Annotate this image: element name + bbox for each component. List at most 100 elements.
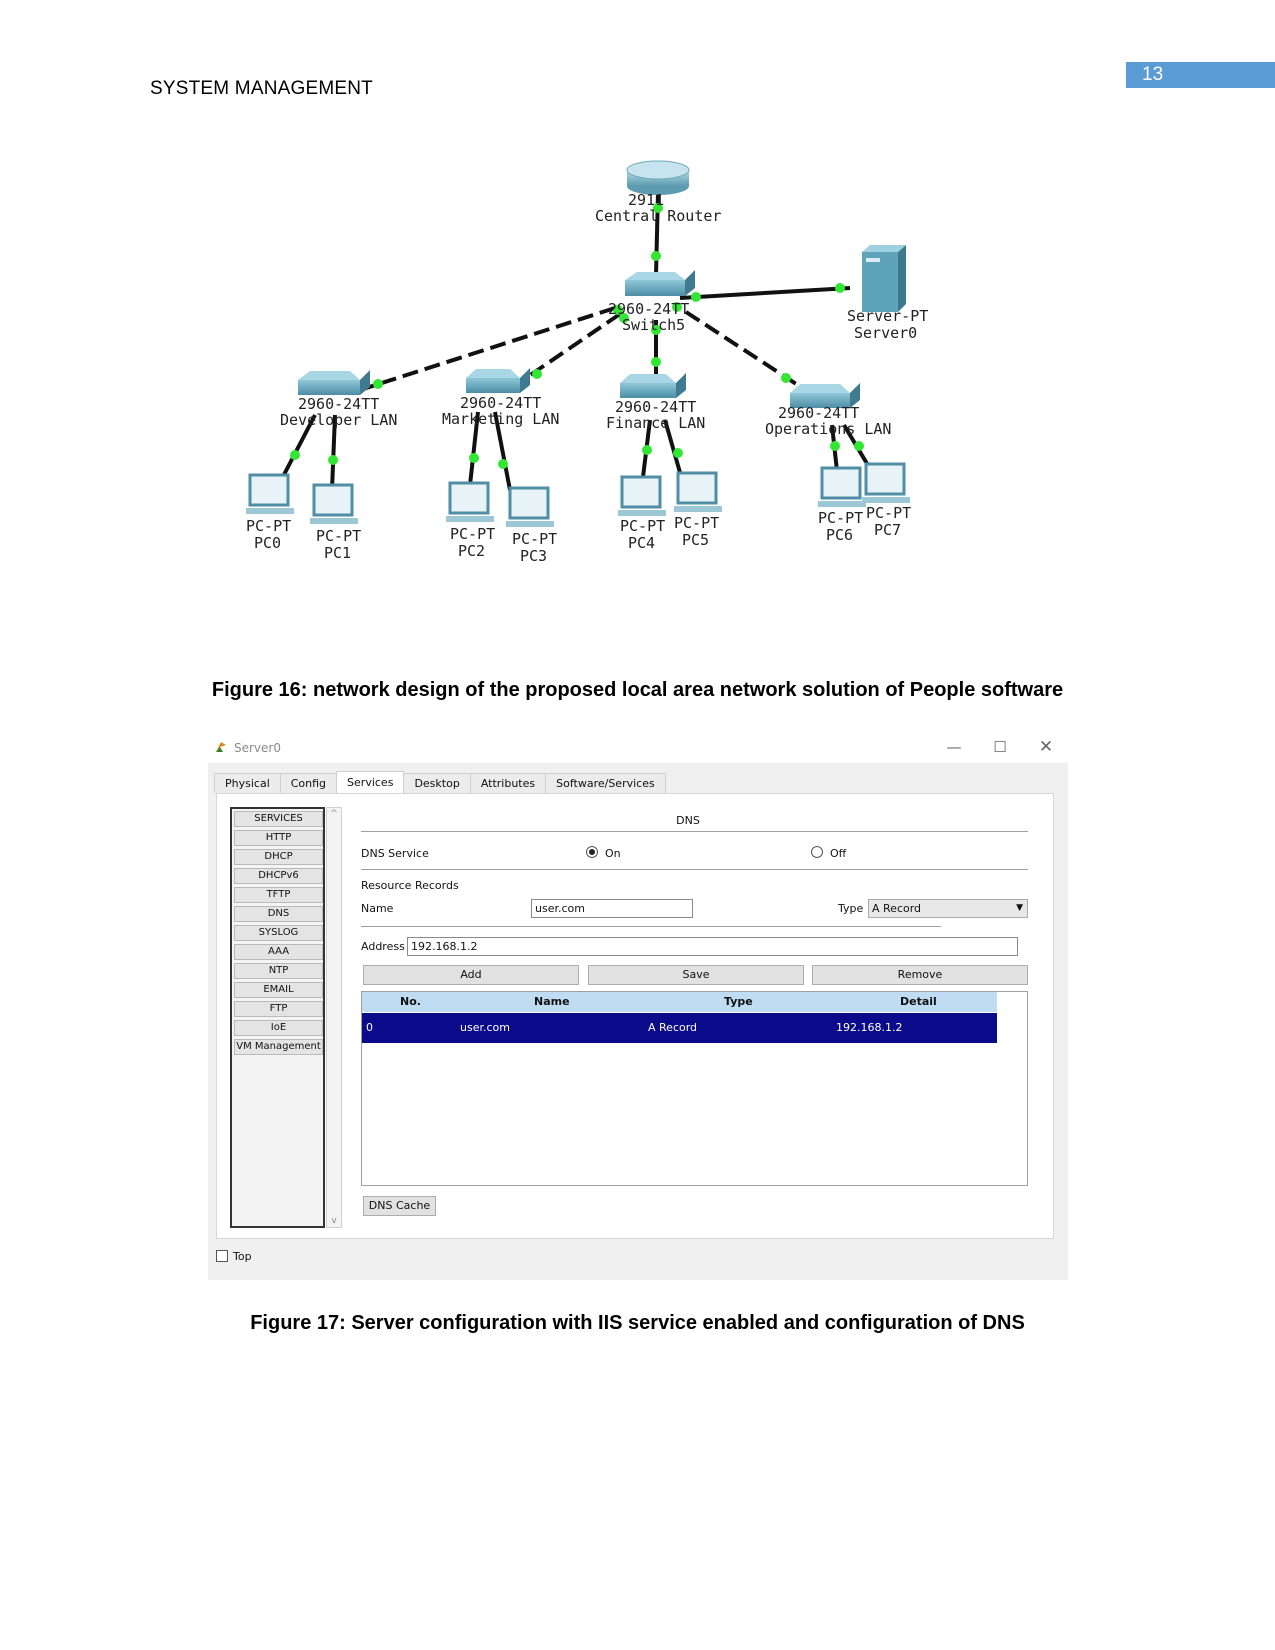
name-input[interactable]: user.com xyxy=(531,899,693,918)
pc-icons xyxy=(248,462,906,520)
maximize-icon[interactable]: ☐ xyxy=(993,738,1007,756)
pc0-name: PC0 xyxy=(254,534,281,552)
dns-cache-button[interactable]: DNS Cache xyxy=(363,1196,436,1216)
scroll-up-icon[interactable]: ^ xyxy=(330,809,338,819)
address-input[interactable]: 192.168.1.2 xyxy=(407,937,1018,956)
switch5-name: Switch5 xyxy=(622,316,685,334)
resource-records-label: Resource Records xyxy=(361,879,459,892)
tab-software-services[interactable]: Software/Services xyxy=(545,773,666,793)
service-item-ftp[interactable]: FTP xyxy=(234,1001,323,1017)
close-icon[interactable]: ✕ xyxy=(1038,737,1054,757)
links xyxy=(274,191,874,491)
window-title: Server0 xyxy=(234,741,281,755)
service-item-services[interactable]: SERVICES xyxy=(234,811,323,827)
service-item-dhcp[interactable]: DHCP xyxy=(234,849,323,865)
router-icon xyxy=(626,160,690,195)
service-item-vm-management[interactable]: VM Management xyxy=(234,1039,323,1055)
pc5-name: PC5 xyxy=(682,531,709,549)
pc2-icon xyxy=(448,481,490,515)
records-table: No. Name Type Detail 0 user.com A Record… xyxy=(361,991,1028,1186)
tab-services[interactable]: Services xyxy=(336,771,405,793)
services-scrollbar[interactable]: ^ v xyxy=(326,807,342,1228)
pc1-model: PC-PT xyxy=(316,527,361,545)
divider xyxy=(361,926,941,927)
pc2-name: PC2 xyxy=(458,542,485,560)
running-head: SYSTEM MANAGEMENT xyxy=(150,78,373,99)
link-switch5-operations xyxy=(684,310,812,395)
pc5-icon xyxy=(676,471,718,505)
window-tabs: Physical Config Services Desktop Attribu… xyxy=(214,771,666,793)
dns-on-radio[interactable] xyxy=(586,846,598,858)
tab-desktop[interactable]: Desktop xyxy=(403,773,471,793)
network-diagram: 2911 Central Router 2960-24TT Switch5 Se… xyxy=(246,160,928,565)
pc6-model: PC-PT xyxy=(818,509,863,527)
row-name: user.com xyxy=(460,1021,510,1034)
row-no: 0 xyxy=(366,1021,373,1034)
column-type[interactable]: Type xyxy=(724,995,753,1008)
tab-attributes[interactable]: Attributes xyxy=(469,773,547,793)
switch-operations-icon xyxy=(790,383,860,408)
service-item-ntp[interactable]: NTP xyxy=(234,963,323,979)
dns-heading: DNS xyxy=(676,814,700,827)
column-no[interactable]: No. xyxy=(400,995,421,1008)
type-select[interactable]: A Record ▼ xyxy=(868,899,1028,918)
service-item-dhcpv6[interactable]: DHCPv6 xyxy=(234,868,323,884)
pc1-name: PC1 xyxy=(324,544,351,562)
services-list: SERVICES HTTP DHCP DHCPv6 TFTP DNS SYSLO… xyxy=(230,807,325,1228)
pc7-icon xyxy=(864,462,906,496)
remove-button[interactable]: Remove xyxy=(812,965,1028,985)
packet-tracer-icon xyxy=(216,742,226,752)
pc3-model: PC-PT xyxy=(512,530,557,548)
type-label: Type xyxy=(838,902,864,915)
top-checkbox[interactable] xyxy=(216,1250,228,1262)
scroll-down-icon[interactable]: v xyxy=(331,1216,337,1226)
tab-config[interactable]: Config xyxy=(279,773,338,793)
window-titlebar: Server0 — ☐ ✕ xyxy=(208,733,1068,763)
tab-physical[interactable]: Physical xyxy=(214,773,281,793)
divider xyxy=(361,831,1028,832)
dns-service-label: DNS Service xyxy=(361,847,429,860)
save-button[interactable]: Save xyxy=(588,965,804,985)
service-item-tftp[interactable]: TFTP xyxy=(234,887,323,903)
service-item-ioe[interactable]: IoE xyxy=(234,1020,323,1036)
service-item-dns[interactable]: DNS xyxy=(234,906,323,922)
add-button[interactable]: Add xyxy=(363,965,579,985)
pc-bases xyxy=(246,497,910,527)
pc0-model: PC-PT xyxy=(246,517,291,535)
row-detail: 192.168.1.2 xyxy=(836,1021,903,1034)
switch-operations-model: 2960-24TT xyxy=(778,404,859,422)
switch5-icon xyxy=(625,270,695,296)
pc6-name: PC6 xyxy=(826,526,853,544)
service-item-http[interactable]: HTTP xyxy=(234,830,323,846)
top-checkbox-label: Top xyxy=(233,1250,252,1263)
minimize-icon[interactable]: — xyxy=(946,738,962,756)
switch-marketing-name: Marketing LAN xyxy=(442,410,559,428)
column-detail[interactable]: Detail xyxy=(900,995,937,1008)
dns-off-label: Off xyxy=(830,847,847,860)
service-item-email[interactable]: EMAIL xyxy=(234,982,323,998)
pc7-model: PC-PT xyxy=(866,504,911,522)
pc3-name: PC3 xyxy=(520,547,547,565)
switch-developer-icon xyxy=(298,370,370,395)
switch5-model: 2960-24TT xyxy=(608,300,689,318)
divider xyxy=(361,869,1028,870)
pc4-name: PC4 xyxy=(628,534,655,552)
pc6-icon xyxy=(820,466,862,500)
figure-16-caption: Figure 16: network design of the propose… xyxy=(211,679,1064,701)
switch-marketing-model: 2960-24TT xyxy=(460,394,541,412)
pc7-name: PC7 xyxy=(874,521,901,539)
dns-on-label: On xyxy=(605,847,621,860)
service-item-aaa[interactable]: AAA xyxy=(234,944,323,960)
chevron-down-icon: ▼ xyxy=(1016,903,1023,913)
switch-finance-model: 2960-24TT xyxy=(615,398,696,416)
link-switch5-server xyxy=(679,286,851,300)
service-item-syslog[interactable]: SYSLOG xyxy=(234,925,323,941)
router-name: Central Router xyxy=(595,207,721,225)
dns-off-radio[interactable] xyxy=(811,846,823,858)
address-label: Address xyxy=(361,940,405,953)
server-model: Server-PT xyxy=(847,307,928,325)
table-row[interactable]: 0 user.com A Record 192.168.1.2 xyxy=(362,1013,997,1043)
column-name[interactable]: Name xyxy=(534,995,570,1008)
row-type: A Record xyxy=(648,1021,698,1034)
pc1-icon xyxy=(312,483,354,517)
